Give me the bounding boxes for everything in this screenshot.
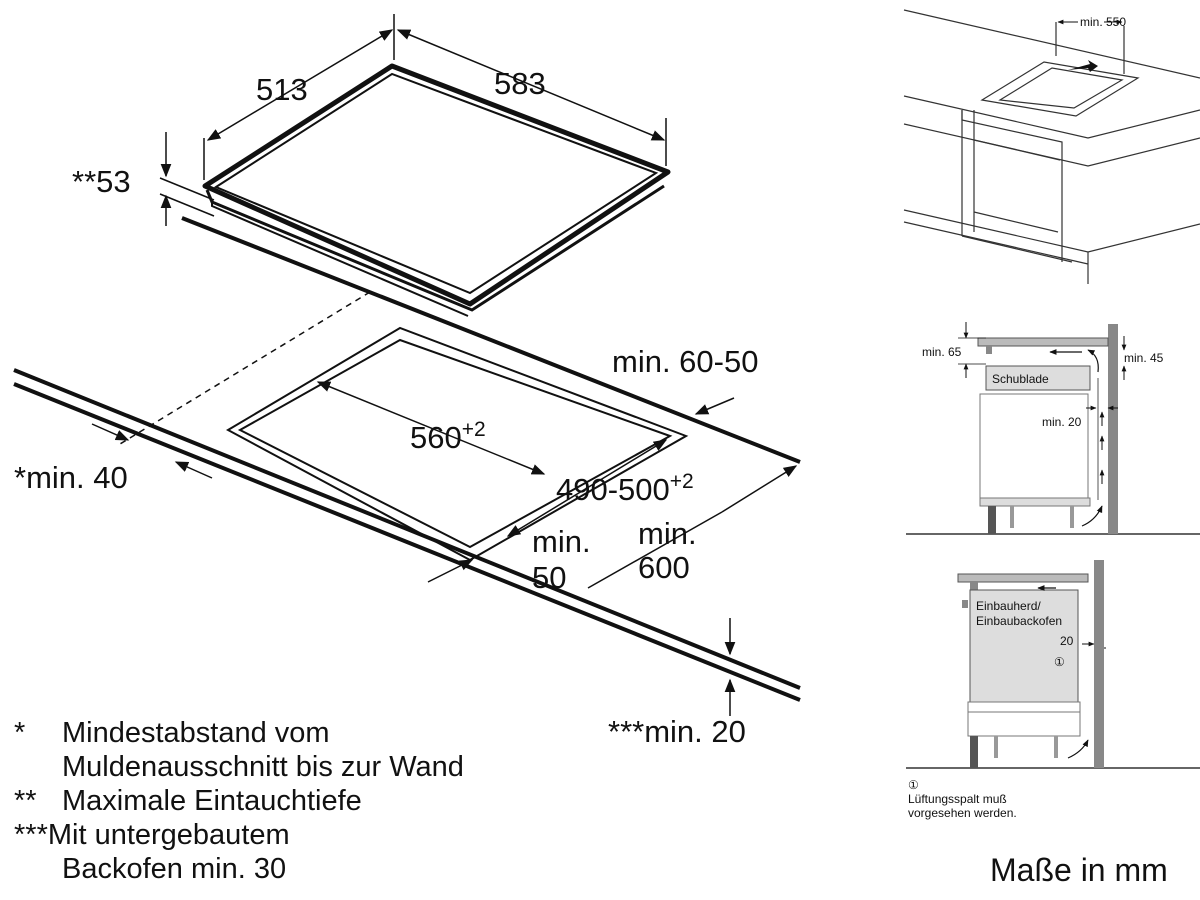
cutout-width-tolerance: +2 [462, 418, 486, 441]
dimension-rear-min: min. 60-50 [612, 344, 758, 415]
cutout-width-value: 560 [410, 420, 462, 455]
hob-width-label: 583 [494, 66, 546, 101]
worktop-drawing [13, 216, 801, 702]
dimension-oven-min: ***min. 20 [608, 618, 746, 749]
oven-label-line1: Einbauherd/ [976, 599, 1041, 613]
ventilation-line2: vorgesehen werden. [908, 806, 1017, 820]
units-label: Maße in mm [990, 852, 1168, 888]
oven-marker-label: ① [1054, 655, 1065, 669]
oven-view [906, 560, 1200, 769]
airflow-arrow-icon [1068, 60, 1098, 72]
front-min-line2: 50 [532, 560, 566, 595]
cutout-depth-label: 490-500+2 [556, 470, 694, 507]
footnote-1-continued: Muldenausschnitt bis zur Wand [62, 751, 464, 783]
oven-label-line2: Einbaubackofen [976, 614, 1062, 628]
top-min-label: min. 550 [1080, 15, 1126, 29]
wall-min-label: *min. 40 [14, 460, 128, 495]
dimension-counter-min: min. 600 [587, 465, 798, 589]
immersion-depth-label: **53 [72, 164, 131, 199]
ventilation-note: ① Lüftungsspalt muß vorgesehen werden. [908, 778, 1108, 820]
dimension-583: 583 [396, 29, 667, 166]
footnote-text: Maximale Eintauchtiefe [62, 785, 362, 817]
ventilation-marker: ① [908, 778, 919, 792]
oven-gap-label: 20 [1060, 634, 1074, 648]
oven-min-label: ***min. 20 [608, 714, 746, 749]
counter-min-line2: 600 [638, 550, 690, 585]
cutout-depth-value: 490-500 [556, 472, 670, 507]
dimension-490-500: 490-500+2 [506, 439, 694, 537]
dimension-immersion-depth: **53 [72, 132, 215, 226]
drawer-label: Schublade [992, 372, 1049, 386]
ventilation-line1: Lüftungsspalt muß [908, 792, 1007, 806]
drawer-top-gap-label: min. 65 [922, 345, 962, 359]
counter-min-line1: min. [638, 516, 697, 551]
hob-depth-label: 513 [256, 72, 308, 107]
drawer-view [906, 322, 1200, 535]
dimension-front-min: min. 50 [427, 524, 591, 595]
footnote-1: * Mindestabstand vom [14, 716, 614, 750]
rear-min-label: min. 60-50 [612, 344, 758, 379]
drawer-side-gap-label: min. 20 [1042, 415, 1082, 429]
footnote-3-continued: Backofen min. 30 [62, 853, 287, 885]
dimension-560: 560+2 [316, 381, 546, 475]
footnote-mark: *** [14, 819, 48, 851]
footnote-text: Mindestabstand vom [62, 717, 330, 749]
dimension-wall-min: *min. 40 [14, 423, 213, 495]
cutout-depth-tolerance: +2 [670, 470, 694, 493]
drawer-wall-gap-label: min. 45 [1124, 351, 1164, 365]
footnote-mark: ** [14, 785, 37, 817]
cabinet-perspective [903, 9, 1200, 284]
footnote-mark: * [14, 717, 26, 749]
footnote-2: ** Maximale Eintauchtiefe [14, 784, 614, 818]
footnotes: * Mindestabstand vom Muldenausschnitt bi… [14, 716, 614, 886]
footnote-3: ***Mit untergebautem [14, 818, 614, 852]
footnote-text: Mit untergebautem [47, 819, 290, 851]
cutout-width-label: 560+2 [410, 418, 486, 455]
front-min-line1: min. [532, 524, 591, 559]
dimension-513: 513 [203, 14, 395, 180]
